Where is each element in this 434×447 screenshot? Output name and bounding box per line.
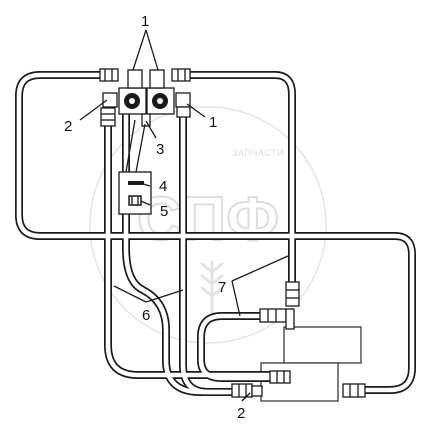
- fitting-bottom-right: [342, 383, 366, 398]
- fitting-top-left: [99, 68, 119, 82]
- fitting-elbow-right-nut: [176, 106, 191, 118]
- fitting-upper-cylinder: [259, 308, 287, 323]
- fitting-top-right: [171, 68, 191, 82]
- callout-2-bottom: 2: [237, 405, 245, 422]
- valve-top-right: [149, 69, 165, 89]
- cylinder-box-upper: [283, 326, 362, 364]
- valve-port-right-bore: [157, 98, 163, 104]
- callout-6: 6: [142, 307, 150, 324]
- watermark-big-text: СПФ: [137, 185, 279, 254]
- fitting-right-vertical: [285, 281, 300, 307]
- fitting-lower-cylinder-port: [251, 385, 263, 397]
- valve-stem: [141, 113, 151, 127]
- fitting-bottom-left: [231, 383, 253, 398]
- watermark-ring: [89, 106, 327, 344]
- callout-5: 5: [160, 203, 168, 220]
- bracket-assembly: [118, 119, 152, 215]
- fitting-elbow-left: [102, 92, 118, 108]
- valve-block: [118, 69, 175, 127]
- fitting-elbow-left-nut: [100, 107, 116, 127]
- callout-3: 3: [156, 141, 164, 158]
- callout-4: 4: [159, 178, 167, 195]
- watermark: СПФ ЗАПЧАСТИ: [89, 106, 327, 344]
- fittings: [99, 68, 366, 398]
- bracket-clamp: [128, 181, 144, 185]
- bracket-link: [125, 119, 136, 173]
- fitting-upper-cylinder-nose: [285, 308, 295, 330]
- valve-port-left-bore: [129, 98, 135, 104]
- fitting-mid-cylinder: [269, 370, 291, 384]
- callout-2-left: 2: [64, 118, 72, 135]
- callout-1-right: 1: [209, 114, 217, 131]
- bracket-plate: [118, 171, 152, 215]
- valve-top-left: [127, 69, 143, 89]
- bolt-icon: [128, 195, 142, 206]
- watermark-wheat-icon: [200, 260, 224, 322]
- callout-7: 7: [218, 279, 226, 296]
- hoses-fill: [16, 72, 415, 395]
- watermark-small-text: ЗАПЧАСТИ: [232, 148, 284, 158]
- leader-lines: [79, 29, 289, 402]
- callout-1-top: 1: [141, 13, 149, 30]
